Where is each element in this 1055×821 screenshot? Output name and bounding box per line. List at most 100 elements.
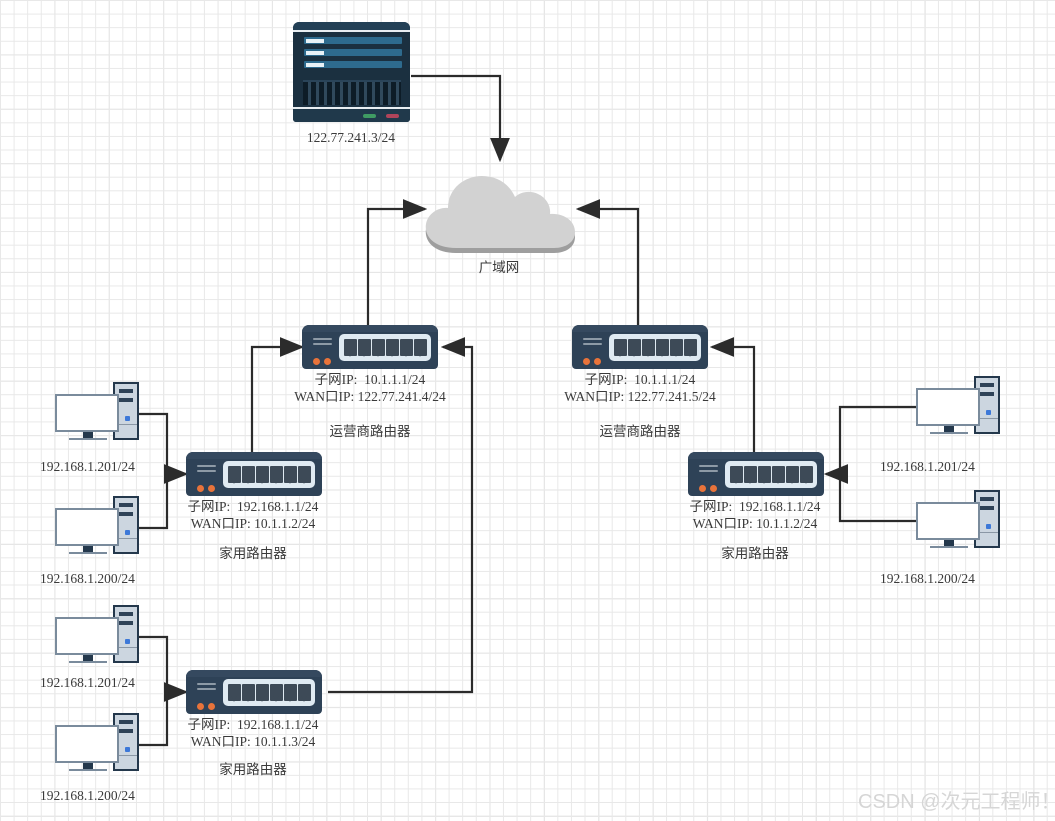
- pc-foot: [930, 546, 968, 548]
- router-port: [785, 466, 799, 483]
- home-router-right-icon[interactable]: [688, 452, 824, 496]
- router-port: [669, 339, 683, 356]
- server-bay: [304, 37, 402, 44]
- router-port: [729, 466, 743, 483]
- pc-monitor: [916, 388, 980, 426]
- pc-monitor: [55, 394, 119, 432]
- home-router-left-bottom-lan-ip: 子网IP: 192.168.1.1/24: [187, 717, 319, 732]
- router-port: [241, 466, 255, 483]
- home-router-left-top-role: 家用路由器: [219, 546, 287, 561]
- pc-left-bottom-a-ip: 192.168.1.201/24: [40, 675, 135, 690]
- isp-router-left-wan-ip: WAN口IP: 122.77.241.4/24: [294, 389, 446, 404]
- router-port: [357, 339, 371, 356]
- home-router-right-wan-ip: WAN口IP: 10.1.1.2/24: [692, 516, 818, 531]
- router-port: [641, 339, 655, 356]
- router-port: [283, 466, 297, 483]
- pc-left-bottom-b-icon[interactable]: [55, 713, 139, 775]
- server-led-green: [363, 114, 376, 118]
- router-port: [371, 339, 385, 356]
- router-port-panel: [223, 679, 315, 706]
- router-port-panel: [725, 461, 817, 488]
- pc-left-top-a-icon[interactable]: [55, 382, 139, 444]
- router-top: [688, 452, 824, 459]
- wan-cloud-icon: [420, 168, 580, 258]
- pc-foot: [69, 438, 107, 440]
- pc-right-a-icon[interactable]: [916, 376, 1000, 438]
- router-port: [613, 339, 627, 356]
- pc-neck: [83, 655, 93, 661]
- router-port: [343, 339, 357, 356]
- server-bay: [304, 49, 402, 56]
- home-router-left-top-icon[interactable]: [186, 452, 322, 496]
- wire-homebottom-to-ispleft: [328, 337, 474, 694]
- server-icon: [293, 22, 410, 122]
- router-port: [399, 339, 413, 356]
- server-ip-label: 122.77.241.3/24: [306, 130, 396, 145]
- wire-homeright-to-ispright: [709, 337, 756, 452]
- pc-right-b-ip: 192.168.1.200/24: [880, 571, 975, 586]
- router-status-lines: [699, 465, 718, 475]
- router-port: [269, 684, 283, 701]
- server-bay: [304, 61, 402, 68]
- wire-isp-left-to-cloud: [366, 199, 428, 325]
- router-port-panel: [339, 334, 431, 361]
- server-led-red: [386, 114, 399, 118]
- pc-foot: [69, 769, 107, 771]
- router-port-panel: [223, 461, 315, 488]
- pc-neck: [83, 763, 93, 769]
- pc-neck: [944, 426, 954, 432]
- home-router-left-bottom-icon[interactable]: [186, 670, 322, 714]
- wire-pc-lb-a: [139, 635, 189, 702]
- router-status-lines: [197, 465, 216, 475]
- pc-neck: [83, 432, 93, 438]
- router-port: [771, 466, 785, 483]
- cloud-label: 广域网: [478, 260, 520, 275]
- pc-foot: [69, 661, 107, 663]
- router-status-lines: [197, 683, 216, 693]
- router-leds: [313, 352, 335, 370]
- isp-router-left-role: 运营商路由器: [329, 424, 411, 439]
- pc-left-top-a-ip: 192.168.1.201/24: [40, 459, 135, 474]
- pc-left-bottom-b-ip: 192.168.1.200/24: [40, 788, 135, 803]
- isp-router-right-icon[interactable]: [572, 325, 708, 369]
- router-port: [297, 684, 311, 701]
- server-base: [293, 107, 410, 122]
- wire-homeleft-to-ispleft: [250, 337, 305, 452]
- pc-left-top-b-ip: 192.168.1.200/24: [40, 571, 135, 586]
- router-port: [385, 339, 399, 356]
- router-port: [283, 684, 297, 701]
- isp-router-right-role: 运营商路由器: [599, 424, 681, 439]
- pc-monitor: [55, 508, 119, 546]
- router-port: [227, 466, 241, 483]
- pc-foot: [930, 432, 968, 434]
- pc-left-top-b-icon[interactable]: [55, 496, 139, 558]
- router-top: [186, 670, 322, 677]
- pc-monitor: [55, 725, 119, 763]
- router-port: [297, 466, 311, 483]
- isp-router-right-wan-ip: WAN口IP: 122.77.241.5/24: [564, 389, 716, 404]
- home-router-left-top-lan-ip: 子网IP: 192.168.1.1/24: [187, 499, 319, 514]
- home-router-right-lan-ip: 子网IP: 192.168.1.1/24: [689, 499, 821, 514]
- server-vents: [303, 80, 401, 105]
- router-port: [227, 684, 241, 701]
- pc-left-bottom-a-icon[interactable]: [55, 605, 139, 667]
- wire-pc-r-a: [823, 405, 916, 484]
- router-status-lines: [313, 338, 332, 348]
- pc-right-b-icon[interactable]: [916, 490, 1000, 552]
- router-port: [799, 466, 813, 483]
- router-port: [743, 466, 757, 483]
- router-port: [255, 684, 269, 701]
- router-port: [269, 466, 283, 483]
- pc-monitor: [916, 502, 980, 540]
- isp-router-left-lan-ip: 子网IP: 10.1.1.1/24: [314, 372, 426, 387]
- server-cap: [293, 22, 410, 32]
- router-leds: [197, 697, 219, 715]
- home-router-right-role: 家用路由器: [721, 546, 789, 561]
- router-top: [302, 325, 438, 332]
- isp-router-left-icon[interactable]: [302, 325, 438, 369]
- router-leds: [583, 352, 605, 370]
- router-port: [255, 466, 269, 483]
- pc-neck: [83, 546, 93, 552]
- home-router-left-bottom-role: 家用路由器: [219, 762, 287, 777]
